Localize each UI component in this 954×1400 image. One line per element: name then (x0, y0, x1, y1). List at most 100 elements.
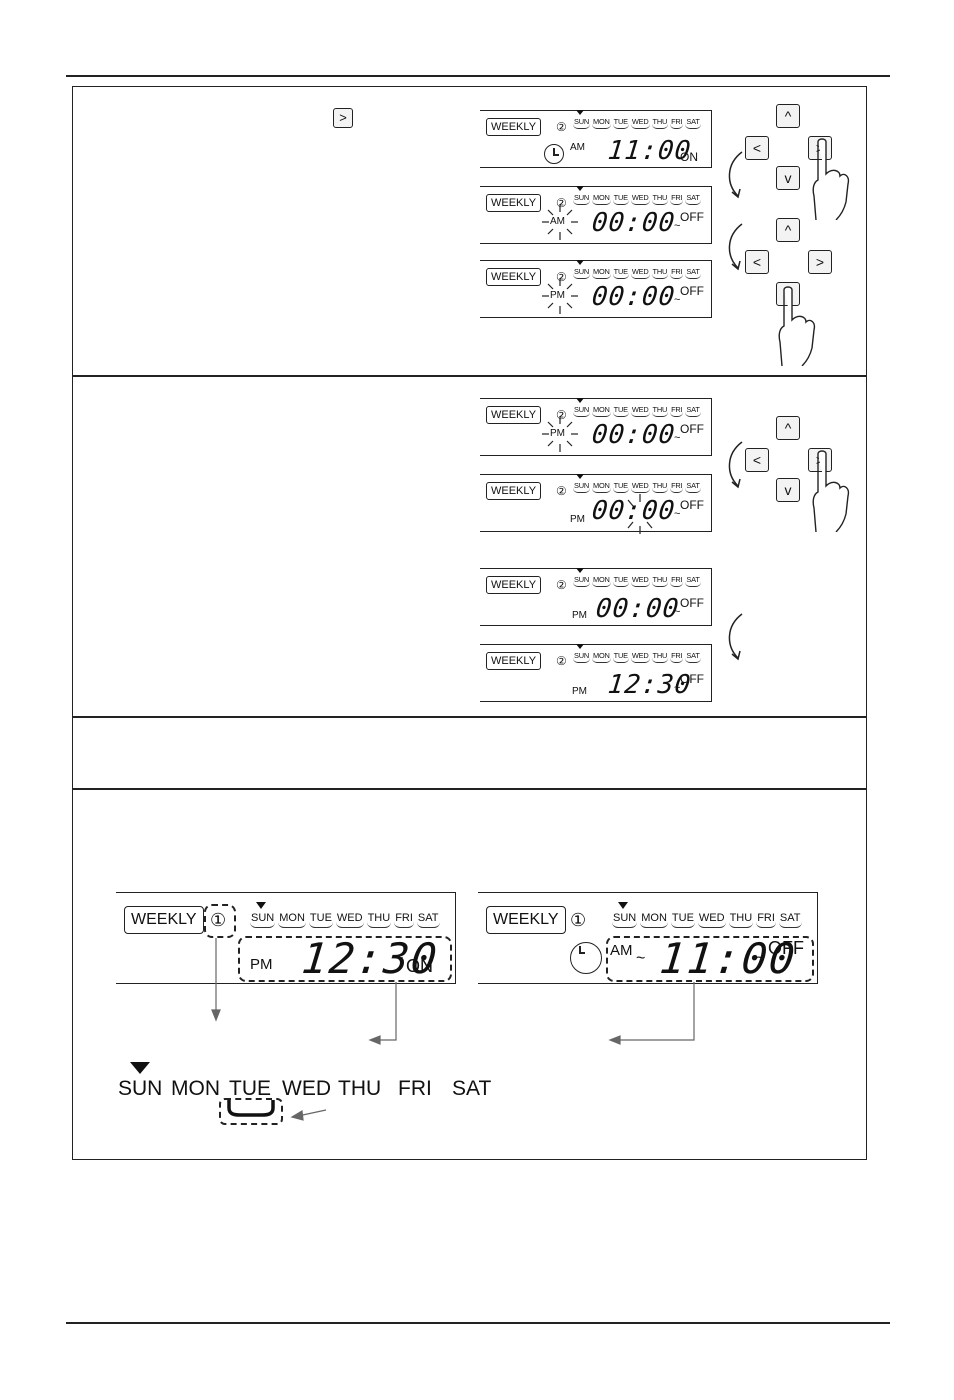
day-indicator-icon (576, 568, 584, 573)
off-label: OFF (680, 672, 704, 686)
program-number: ② (556, 196, 567, 210)
day-indicator-icon (256, 902, 266, 909)
weekly-label: WEEKLY (486, 406, 542, 424)
day-indicator-icon (576, 186, 584, 191)
am-label: AM (570, 142, 585, 153)
pointing-hand-icon (812, 138, 850, 220)
row-divider (72, 716, 867, 718)
time-highlight (238, 936, 452, 982)
pm-label: PM (550, 290, 565, 301)
off-label: OFF (680, 284, 704, 298)
pm-label: PM (250, 956, 273, 973)
up-button[interactable]: ^ (776, 218, 800, 242)
weekly-label: WEEKLY (486, 118, 542, 136)
am-label: AM (610, 942, 633, 959)
down-button[interactable]: v (776, 478, 800, 502)
top-rule (66, 75, 890, 77)
program-number: ② (556, 654, 567, 668)
off-label: OFF (768, 938, 804, 958)
pm-label: PM (570, 514, 585, 525)
program-highlight (204, 904, 236, 938)
time-highlight (606, 936, 814, 982)
blink-icon (542, 278, 578, 314)
weekly-label: WEEKLY (486, 576, 542, 594)
weekly-label: WEEKLY (486, 652, 542, 670)
curved-arrow-icon (728, 441, 743, 489)
row-divider (72, 375, 867, 377)
up-button[interactable]: ^ (776, 104, 800, 128)
day-label-sat: SAT (452, 1077, 492, 1100)
program-number: ② (556, 484, 567, 498)
tilde: ~ (674, 432, 681, 444)
on-label: ON (680, 150, 698, 164)
left-button[interactable]: < (745, 250, 769, 274)
blink-icon (542, 416, 578, 452)
clock-icon (570, 942, 602, 974)
program-number: ② (556, 408, 567, 422)
off-label: OFF (680, 498, 704, 512)
pm-label: PM (572, 610, 587, 621)
day-segment-icon (227, 1100, 275, 1117)
program-number: ① (210, 910, 227, 930)
tilde: ~ (674, 220, 681, 232)
tilde: ~ (756, 950, 766, 967)
day-indicator-icon (576, 110, 584, 115)
bottom-rule (66, 1322, 890, 1324)
curved-arrow-icon (728, 613, 743, 661)
weekly-label: WEEKLY (486, 482, 542, 500)
weekly-label: WEEKLY (124, 906, 204, 934)
right-button[interactable]: > (808, 250, 832, 274)
row-divider (72, 788, 867, 790)
off-label: OFF (680, 210, 704, 224)
right-button-inline-icon: > (333, 108, 353, 128)
blink-icon (627, 494, 653, 534)
day-label-mon: MON (171, 1077, 220, 1100)
instruction-frame (72, 86, 867, 1160)
day-indicator-icon (576, 260, 584, 265)
left-button[interactable]: < (745, 136, 769, 160)
day-label-fri: FRI (398, 1077, 432, 1100)
day-label-thu: THU (338, 1077, 382, 1100)
program-number: ② (556, 120, 567, 134)
down-button[interactable]: v (776, 166, 800, 190)
off-label: OFF (680, 596, 704, 610)
weekly-label: WEEKLY (486, 906, 566, 934)
tilde: ~ (674, 606, 681, 618)
on-label: ON (406, 956, 433, 976)
day-indicator-icon (130, 1062, 150, 1074)
off-label: OFF (680, 422, 704, 436)
curved-arrow-icon (728, 151, 743, 199)
pm-label: PM (572, 686, 587, 697)
tilde: ~ (636, 950, 646, 967)
weekly-label: WEEKLY (486, 268, 542, 286)
left-button[interactable]: < (745, 448, 769, 472)
day-indicator-icon (576, 474, 584, 479)
pointing-hand-icon (778, 286, 816, 366)
day-label-wed: WED (282, 1077, 331, 1100)
day-segment-highlight (219, 1098, 283, 1125)
pointing-hand-icon (812, 450, 850, 532)
tilde: ~ (394, 950, 404, 967)
blink-icon (542, 204, 578, 240)
tilde: ~ (674, 508, 681, 520)
day-label-tue: TUE (229, 1077, 271, 1100)
pm-label: PM (550, 428, 565, 439)
up-button[interactable]: ^ (776, 416, 800, 440)
program-number: ② (556, 270, 567, 284)
